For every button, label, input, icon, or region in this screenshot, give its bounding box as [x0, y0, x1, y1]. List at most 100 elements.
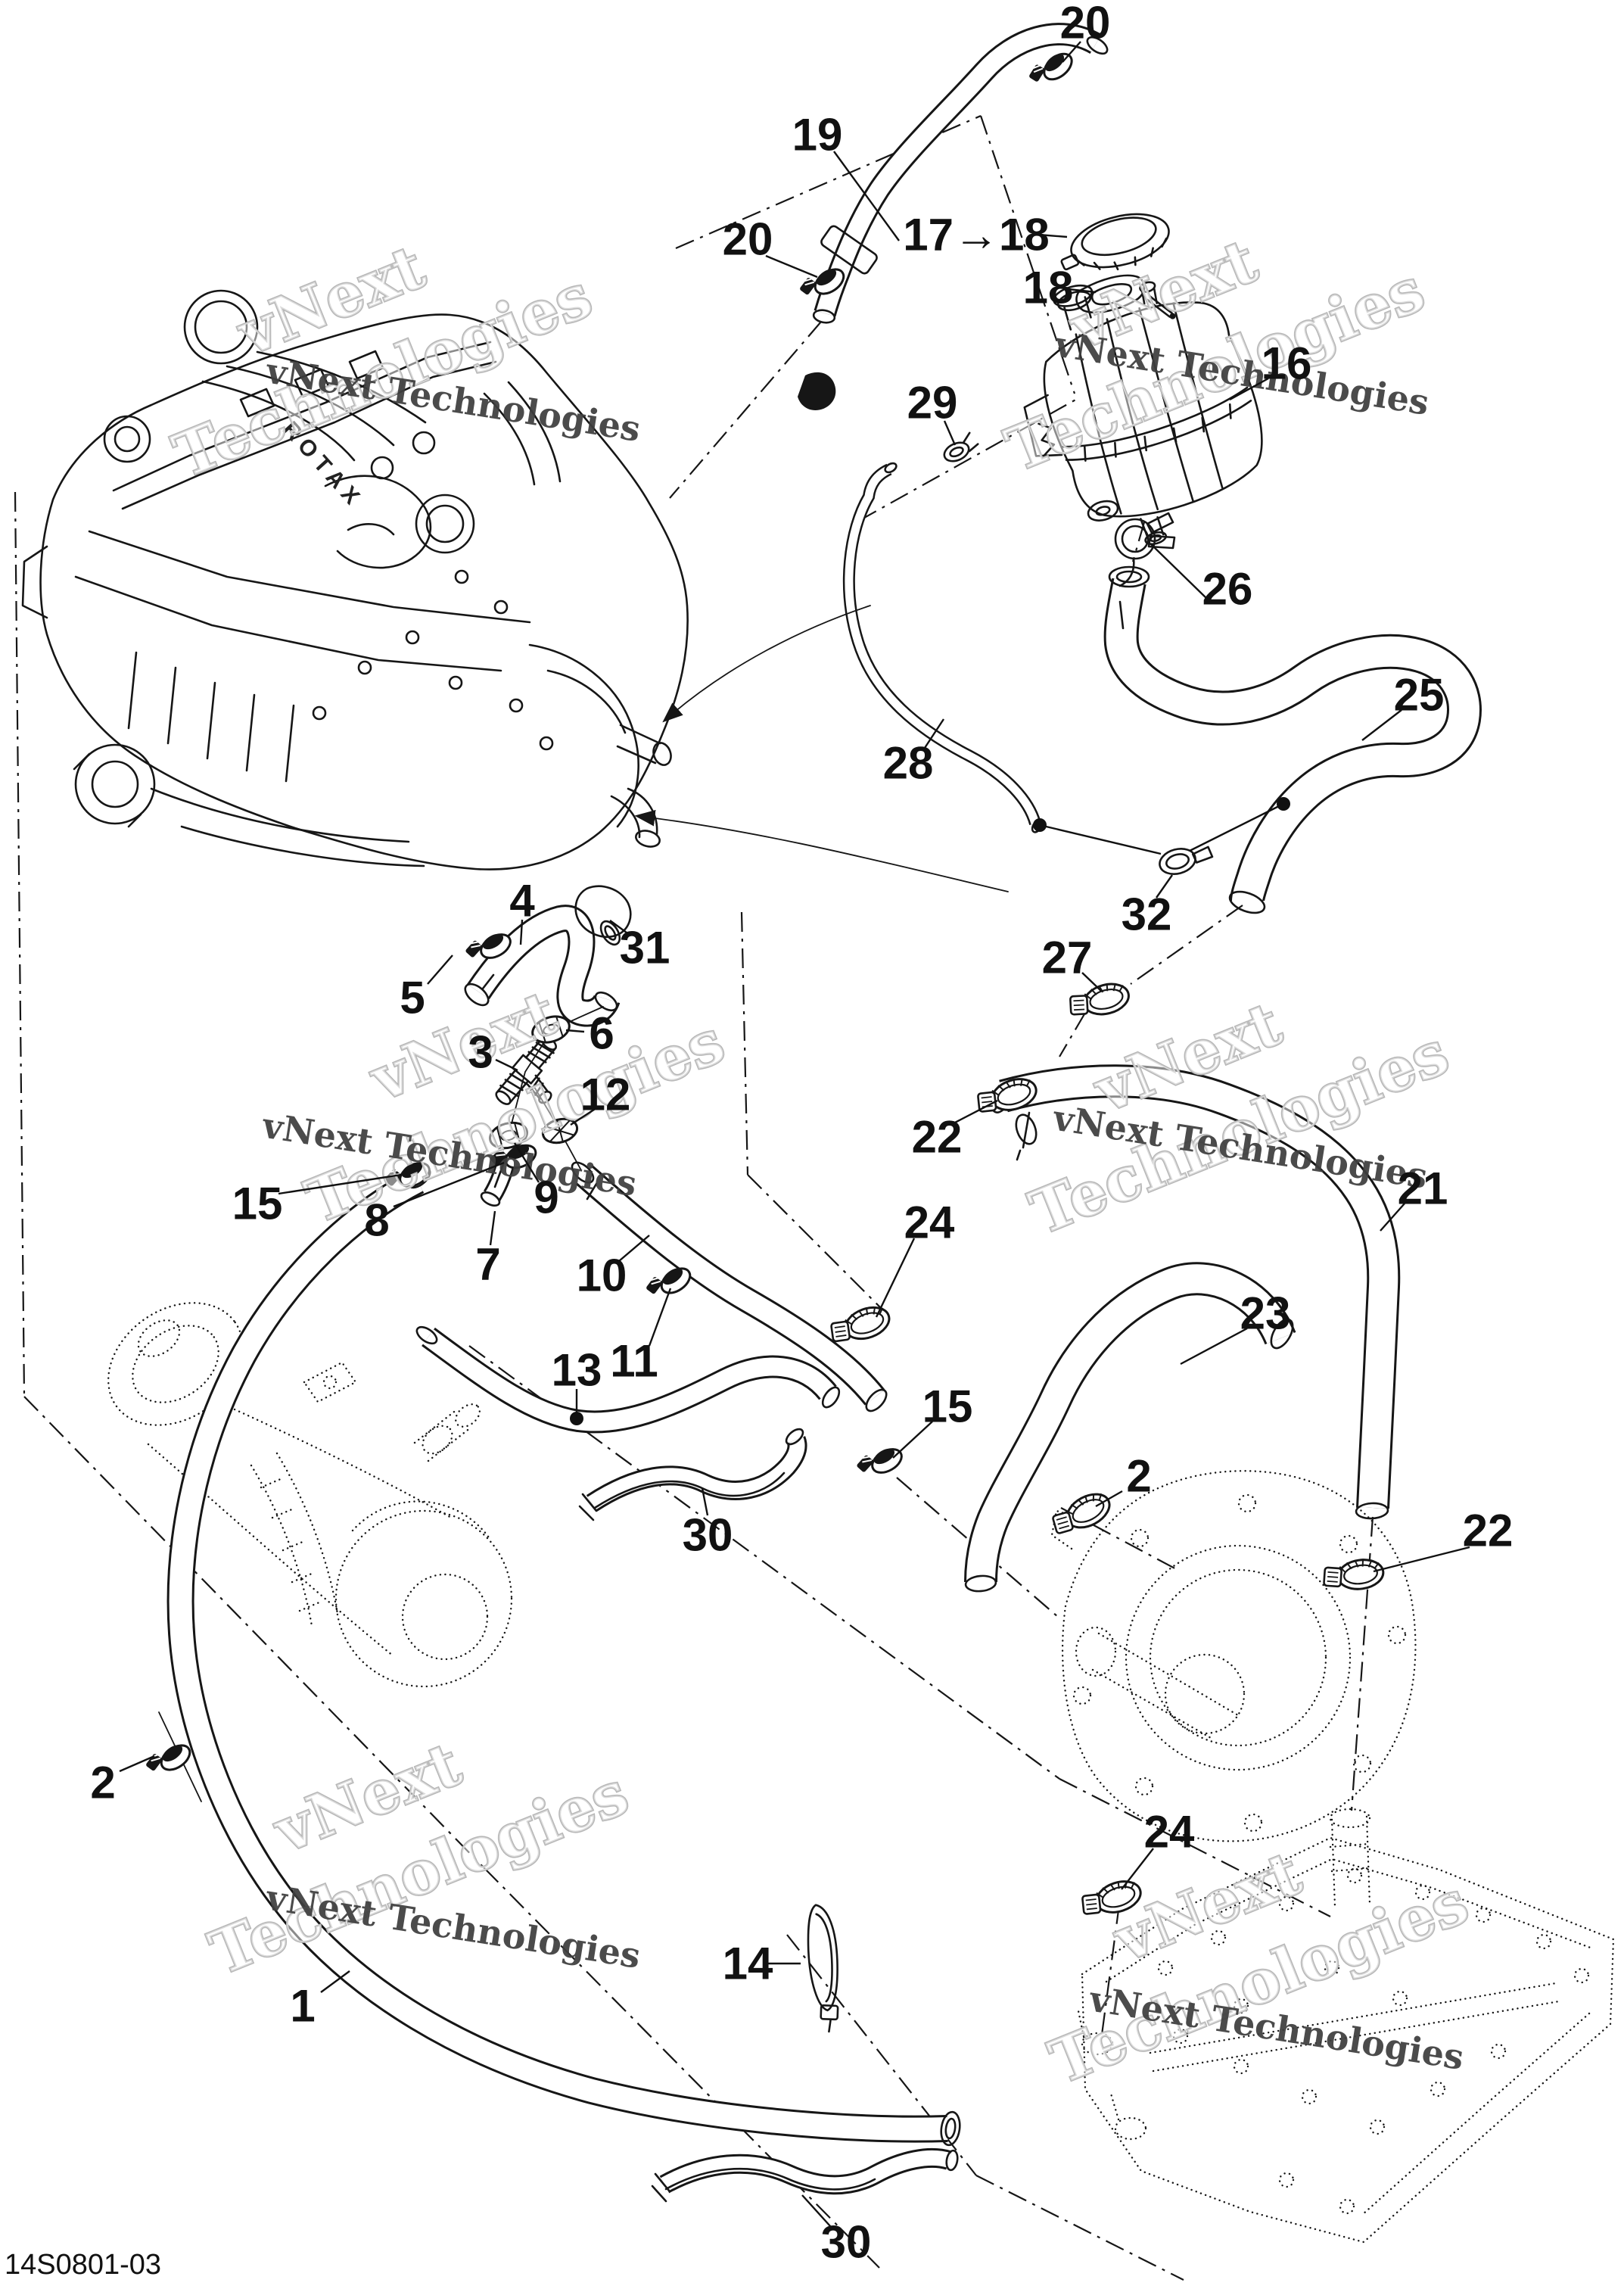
callout-2: 2 [90, 1758, 115, 1808]
callout-4: 4 [509, 876, 535, 926]
callout-1: 1 [290, 1981, 315, 2032]
coolant-reservoir-16 [1023, 281, 1263, 546]
jet-pump-support [1050, 1470, 1417, 1842]
hose-10 [571, 1161, 888, 1412]
leader-line [278, 1173, 402, 1195]
callout-3: 3 [468, 1027, 493, 1078]
callout-22: 22 [1463, 1506, 1514, 1556]
callout-13: 13 [552, 1345, 602, 1396]
leader-dot [570, 1412, 583, 1425]
clamp-2-left [141, 1734, 196, 1784]
leader-line [1068, 288, 1097, 294]
callout-31: 31 [620, 923, 670, 973]
leader-line [1380, 1203, 1405, 1232]
callout-24: 24 [1144, 1807, 1195, 1858]
leader-line [565, 1029, 585, 1033]
spring-clamp-26 [1114, 512, 1176, 587]
leader-line [892, 1421, 933, 1459]
callout-2: 2 [1126, 1451, 1151, 1502]
leader-line [609, 920, 630, 936]
hose-19-elbow-fitting [798, 372, 836, 411]
cable-tie-14 [807, 1904, 839, 2033]
callout-32: 32 [1122, 889, 1172, 940]
clamp-24-middle [825, 1300, 895, 1351]
callout-20: 20 [723, 214, 773, 265]
callout-25: 25 [1394, 670, 1445, 721]
clamp-27 [1064, 977, 1134, 1024]
callout-16: 16 [1262, 338, 1312, 389]
leader-line [570, 1107, 597, 1126]
leader-line [648, 1288, 672, 1347]
callout-21: 21 [1398, 1163, 1448, 1214]
leader-line [1189, 802, 1284, 852]
clamp-screw-detail [1015, 1111, 1038, 1161]
leader-line [119, 1755, 155, 1773]
leader-line [1095, 1490, 1123, 1508]
leader-line [1081, 972, 1103, 992]
callout-8: 8 [364, 1195, 389, 1246]
hose-13 [415, 1325, 841, 1434]
callout-17→18: 17→18 [903, 210, 1049, 260]
clamp-22-right [1319, 1555, 1386, 1596]
cap-31 [574, 885, 632, 946]
callout-6: 6 [589, 1008, 614, 1059]
leader-line [1361, 709, 1402, 741]
callout-30: 30 [683, 1510, 733, 1561]
leader-line [1229, 377, 1269, 401]
callout-7: 7 [475, 1239, 500, 1290]
engine-outlet-arrow [634, 810, 1009, 892]
leader-line [618, 1235, 650, 1262]
leader-line [833, 151, 900, 241]
callout-15: 15 [922, 1381, 973, 1432]
clip-29 [943, 431, 979, 462]
leader-line [1150, 543, 1209, 600]
pressure-cap-17-18 [1060, 213, 1170, 271]
leader-line [765, 254, 818, 279]
callout-18: 18 [1023, 263, 1074, 313]
callout-29: 29 [907, 378, 958, 428]
leader-line [1062, 41, 1081, 63]
leader-line [1156, 874, 1173, 898]
part-code: 14S0801-03 [5, 2249, 161, 2281]
leader-line [489, 1210, 496, 1246]
hose-1 [166, 1166, 961, 2147]
callout-23: 23 [1240, 1288, 1291, 1339]
callout-19: 19 [792, 110, 843, 160]
callout-15: 15 [232, 1179, 283, 1229]
leader-line [393, 1161, 505, 1208]
callout-30: 30 [821, 2217, 872, 2268]
leader-line [1121, 1848, 1154, 1890]
callout-26: 26 [1202, 564, 1253, 615]
leader-line [875, 1238, 916, 1318]
leader-line [1038, 233, 1068, 238]
callout-22: 22 [912, 1112, 963, 1163]
callout-9: 9 [534, 1173, 558, 1223]
clamp-2-pump [1046, 1485, 1116, 1543]
clamp-20-top [1024, 42, 1078, 95]
callout-12: 12 [580, 1070, 631, 1120]
leader-line [1373, 1546, 1470, 1573]
leader-dot [1033, 818, 1047, 832]
leader-line [701, 1487, 709, 1516]
callout-14: 14 [723, 1939, 773, 1989]
leader-line [519, 919, 524, 945]
muffler [107, 1302, 513, 1688]
leader-line [953, 1099, 998, 1125]
ride-plate-heat-exchanger [1076, 1808, 1615, 2244]
clamp-15-right [852, 1437, 907, 1485]
leader-line [801, 2194, 832, 2228]
leader-line [1180, 1327, 1248, 1366]
leader-line [1039, 824, 1162, 855]
hose-23 [964, 1262, 1296, 1593]
hose-30-bottom [651, 2147, 959, 2203]
callout-10: 10 [577, 1250, 627, 1301]
callout-5: 5 [400, 973, 425, 1023]
leader-line [427, 955, 453, 985]
elbow-hose-7 [480, 1145, 518, 1207]
thin-hose-28 [842, 462, 1043, 833]
retainer-clip-32 [1159, 846, 1214, 875]
